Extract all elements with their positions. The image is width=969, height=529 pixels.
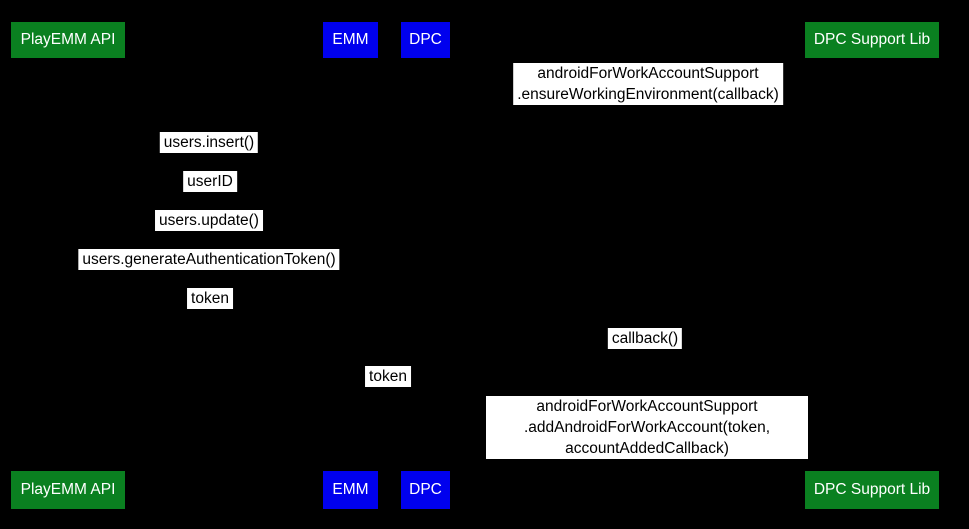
actor-dpc-top: DPC [401, 22, 450, 58]
actor-emm-bottom: EMM [323, 471, 378, 509]
message-token-response: token [187, 288, 233, 309]
message-users-insert: users.insert() [159, 132, 259, 153]
message-users-generate-authentication-token: users.generateAuthenticationToken() [78, 249, 340, 270]
actor-playemm-api-top: PlayEMM API [11, 22, 125, 58]
message-ensure-working-environment: androidForWorkAccountSupport .ensureWork… [513, 63, 783, 105]
actor-dpc-support-lib-top: DPC Support Lib [805, 22, 939, 58]
message-callback: callback() [607, 328, 683, 349]
actor-playemm-api-bottom: PlayEMM API [11, 471, 125, 509]
actor-dpc-bottom: DPC [401, 471, 450, 509]
message-users-update: users.update() [155, 210, 263, 231]
actor-dpc-support-lib-bottom: DPC Support Lib [805, 471, 939, 509]
actor-emm-top: EMM [323, 22, 378, 58]
message-add-android-for-work-account: androidForWorkAccountSupport .addAndroid… [486, 396, 808, 459]
message-user-id: userID [183, 171, 237, 192]
message-token-to-dpc: token [365, 366, 411, 387]
